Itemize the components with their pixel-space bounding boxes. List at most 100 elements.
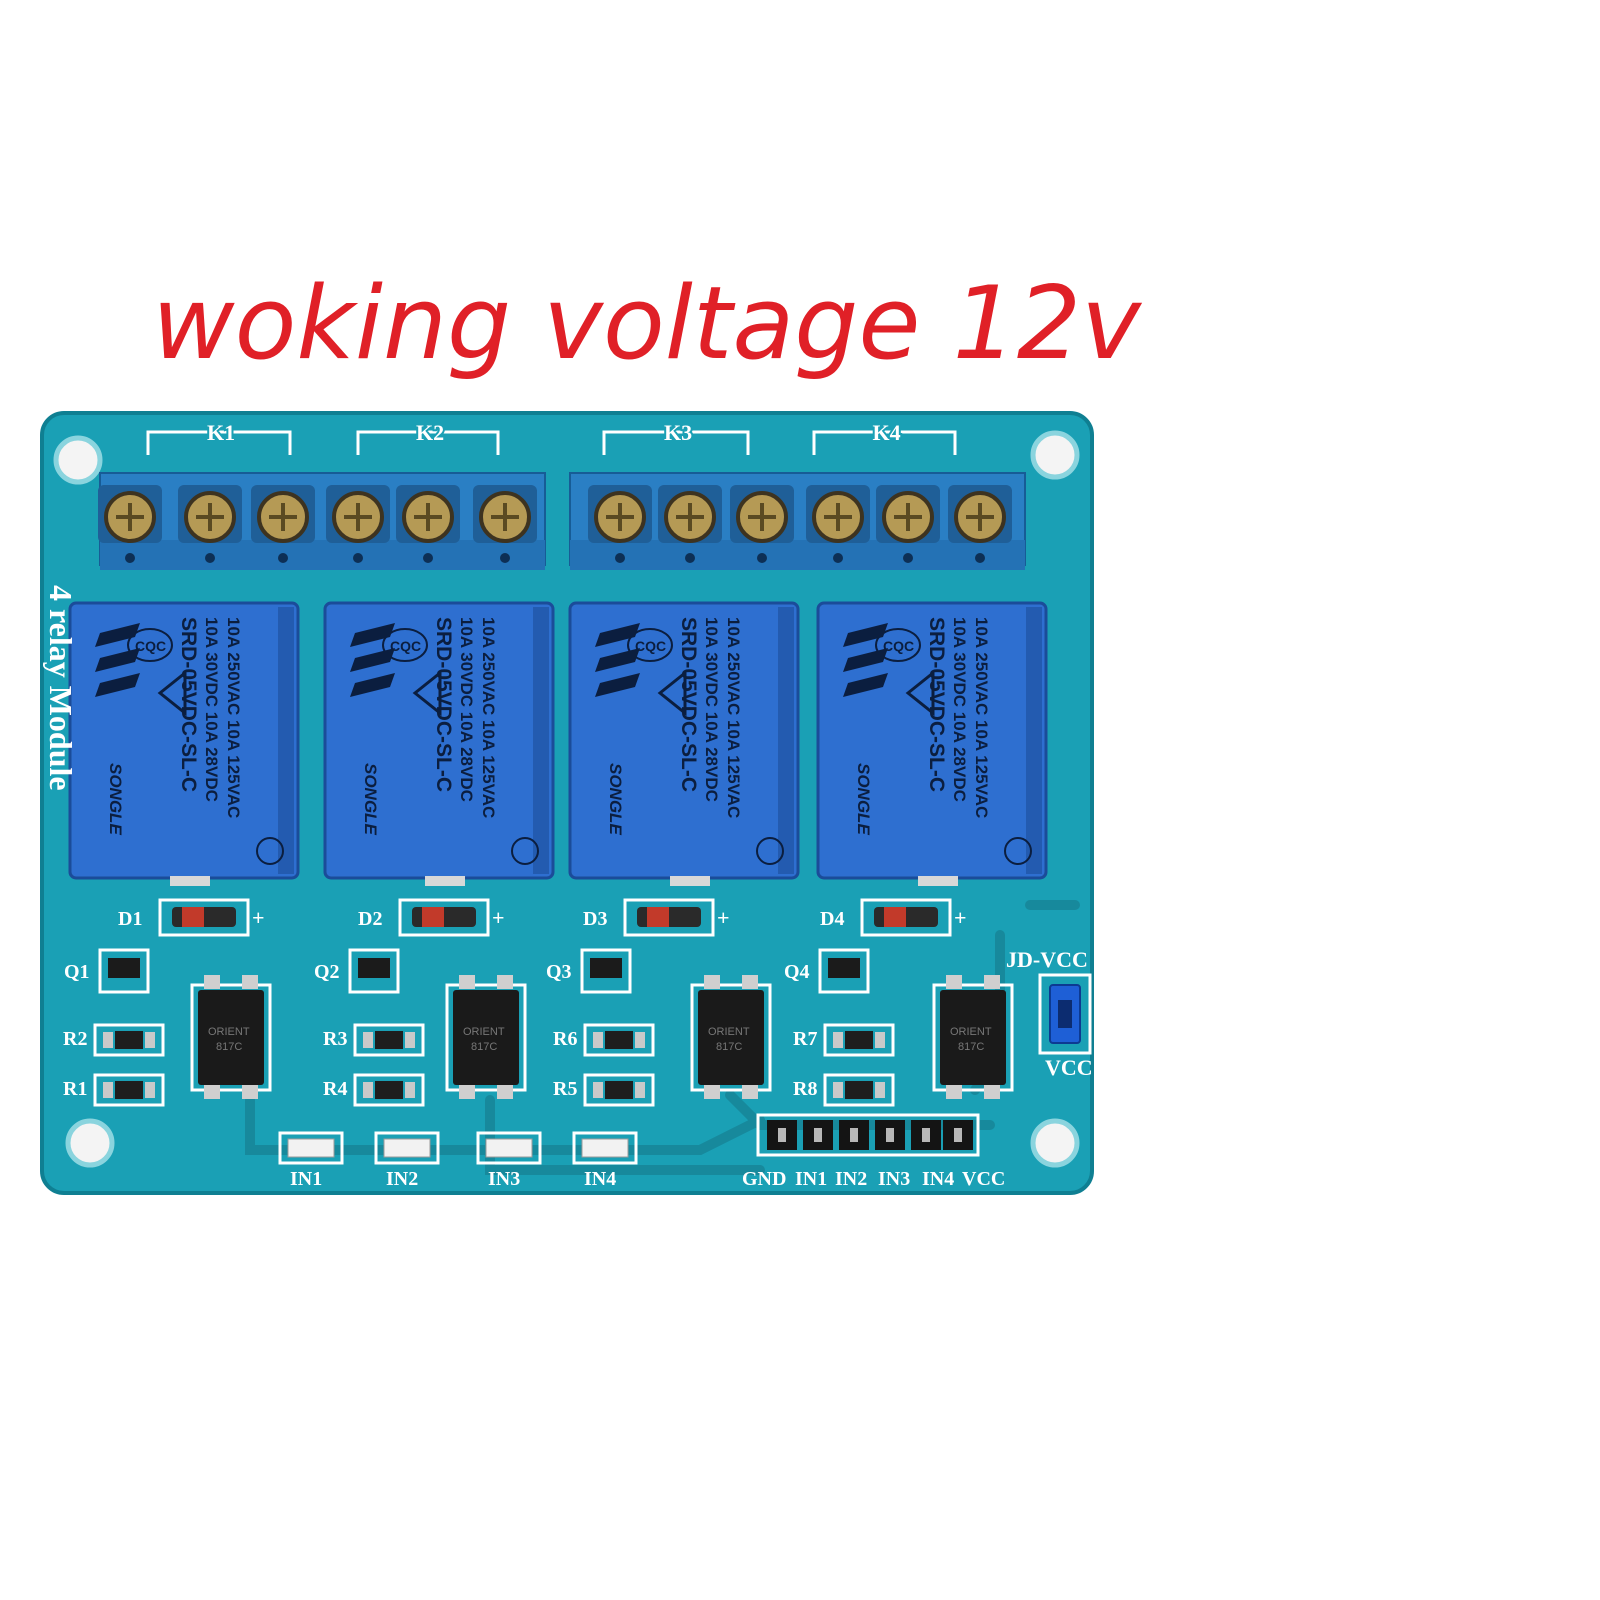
led-outline bbox=[278, 1131, 344, 1165]
led-outline bbox=[374, 1131, 440, 1165]
transistor-body bbox=[828, 958, 860, 978]
optocoupler-lead bbox=[459, 1085, 475, 1099]
optocoupler-lead bbox=[459, 975, 475, 989]
relay-label: K1 bbox=[207, 420, 235, 445]
relay-cert-mark: CQC bbox=[135, 638, 166, 654]
transistor-label: Q2 bbox=[314, 961, 340, 983]
relay-brand: SONGLE bbox=[854, 763, 873, 835]
screw-slot bbox=[676, 503, 704, 531]
optocoupler-brand: ORIENT bbox=[208, 1026, 250, 1038]
optocoupler-lead bbox=[497, 1085, 513, 1099]
jumper-outline bbox=[1038, 973, 1092, 1055]
header-pin-tip bbox=[886, 1128, 894, 1142]
relay-outline bbox=[356, 430, 500, 455]
terminal-hole bbox=[278, 553, 288, 563]
led-label: IN2 bbox=[386, 1168, 418, 1190]
relay-mount-dot bbox=[256, 837, 284, 865]
diodes: D1+D2+D3+D4+ bbox=[118, 898, 967, 937]
mounting-holes bbox=[53, 430, 1080, 1168]
relay-mount-dot bbox=[511, 837, 539, 865]
transistor-body bbox=[108, 958, 140, 978]
relay-logo-icon bbox=[95, 623, 140, 697]
led-outline bbox=[572, 1131, 638, 1165]
mounting-hole bbox=[1030, 1118, 1080, 1168]
relay-brand: SONGLE bbox=[361, 763, 380, 835]
relay-logo-mark bbox=[127, 628, 173, 662]
diode-label: D1 bbox=[118, 908, 142, 930]
optocoupler-part: 817C bbox=[471, 1041, 497, 1053]
relay-model: SRD-05VDC-SL-C bbox=[177, 617, 200, 792]
resistor-pad bbox=[833, 1032, 843, 1048]
header-pin-label: IN2 bbox=[835, 1168, 867, 1190]
resistor-label: R5 bbox=[553, 1078, 577, 1100]
resistor-pad bbox=[405, 1032, 415, 1048]
mounting-hole bbox=[65, 1118, 115, 1168]
terminal-hole bbox=[903, 553, 913, 563]
relay-foot bbox=[670, 876, 710, 886]
diode-plus: + bbox=[954, 905, 967, 930]
optocoupler-lead bbox=[946, 1085, 962, 1099]
terminal-block-base bbox=[100, 540, 545, 570]
resistor-pad bbox=[103, 1082, 113, 1098]
diode-outline bbox=[623, 898, 715, 937]
diode-plus: + bbox=[717, 905, 730, 930]
diode-outline bbox=[158, 898, 250, 937]
screw-terminals bbox=[98, 472, 1026, 570]
terminal-hole bbox=[757, 553, 767, 563]
pin-header bbox=[756, 1113, 980, 1157]
optocoupler-lead bbox=[704, 1085, 720, 1099]
optocoupler-outline bbox=[190, 983, 272, 1092]
mounting-hole bbox=[53, 435, 103, 485]
relay-shade bbox=[278, 607, 294, 874]
resistor-label: R4 bbox=[323, 1078, 347, 1100]
relay-rating-line2: 10A 30VDC 10A 28VDC bbox=[702, 617, 721, 802]
relay-cert-mark: CQC bbox=[390, 638, 421, 654]
optocoupler-lead bbox=[242, 1085, 258, 1099]
led-outline bbox=[476, 1131, 542, 1165]
relay-shade bbox=[533, 607, 549, 874]
transistor-body bbox=[590, 958, 622, 978]
relay-logo-mark bbox=[627, 628, 673, 662]
relay-rating-line2: 10A 30VDC 10A 28VDC bbox=[457, 617, 476, 802]
diode-band bbox=[182, 907, 204, 927]
jd-vcc-jumper: JD-VCC VCC bbox=[1006, 947, 1093, 1080]
transistor-outline bbox=[580, 948, 632, 994]
terminal-hole bbox=[125, 553, 135, 563]
optocoupler-lead bbox=[242, 975, 258, 989]
optocoupler-lead bbox=[984, 975, 1000, 989]
resistor-outline bbox=[583, 1073, 655, 1107]
transistor-body bbox=[358, 958, 390, 978]
warning-triangle-icon bbox=[905, 669, 935, 717]
led-body bbox=[581, 1138, 629, 1158]
resistor-outline bbox=[823, 1023, 895, 1057]
resistor-pad bbox=[145, 1082, 155, 1098]
terminal-block-base bbox=[570, 540, 1025, 570]
optocoupler-lead bbox=[742, 1085, 758, 1099]
resistor-pad bbox=[363, 1082, 373, 1098]
resistor-pad bbox=[405, 1082, 415, 1098]
relay-rating-line2: 10A 30VDC 10A 28VDC bbox=[950, 617, 969, 802]
screw-slot bbox=[414, 503, 442, 531]
terminal-hole bbox=[975, 553, 985, 563]
header-pin-tip bbox=[850, 1128, 858, 1142]
terminal-hole bbox=[423, 553, 433, 563]
diode-outline bbox=[398, 898, 490, 937]
relay-model: SRD-05VDC-SL-C bbox=[925, 617, 948, 792]
jumper-top-label: JD-VCC bbox=[1006, 947, 1088, 972]
relay-outline bbox=[146, 430, 292, 455]
optocoupler-part: 817C bbox=[216, 1041, 242, 1053]
diode-plus: + bbox=[492, 905, 505, 930]
resistor-pad bbox=[145, 1032, 155, 1048]
resistor-pad bbox=[875, 1082, 885, 1098]
caption-text: woking voltage 12v bbox=[152, 264, 1141, 382]
optocoupler-body bbox=[198, 990, 264, 1085]
diode-outline bbox=[860, 898, 952, 937]
relay-label: K3 bbox=[664, 420, 692, 445]
terminal-hole bbox=[500, 553, 510, 563]
led-label: IN4 bbox=[584, 1168, 616, 1190]
